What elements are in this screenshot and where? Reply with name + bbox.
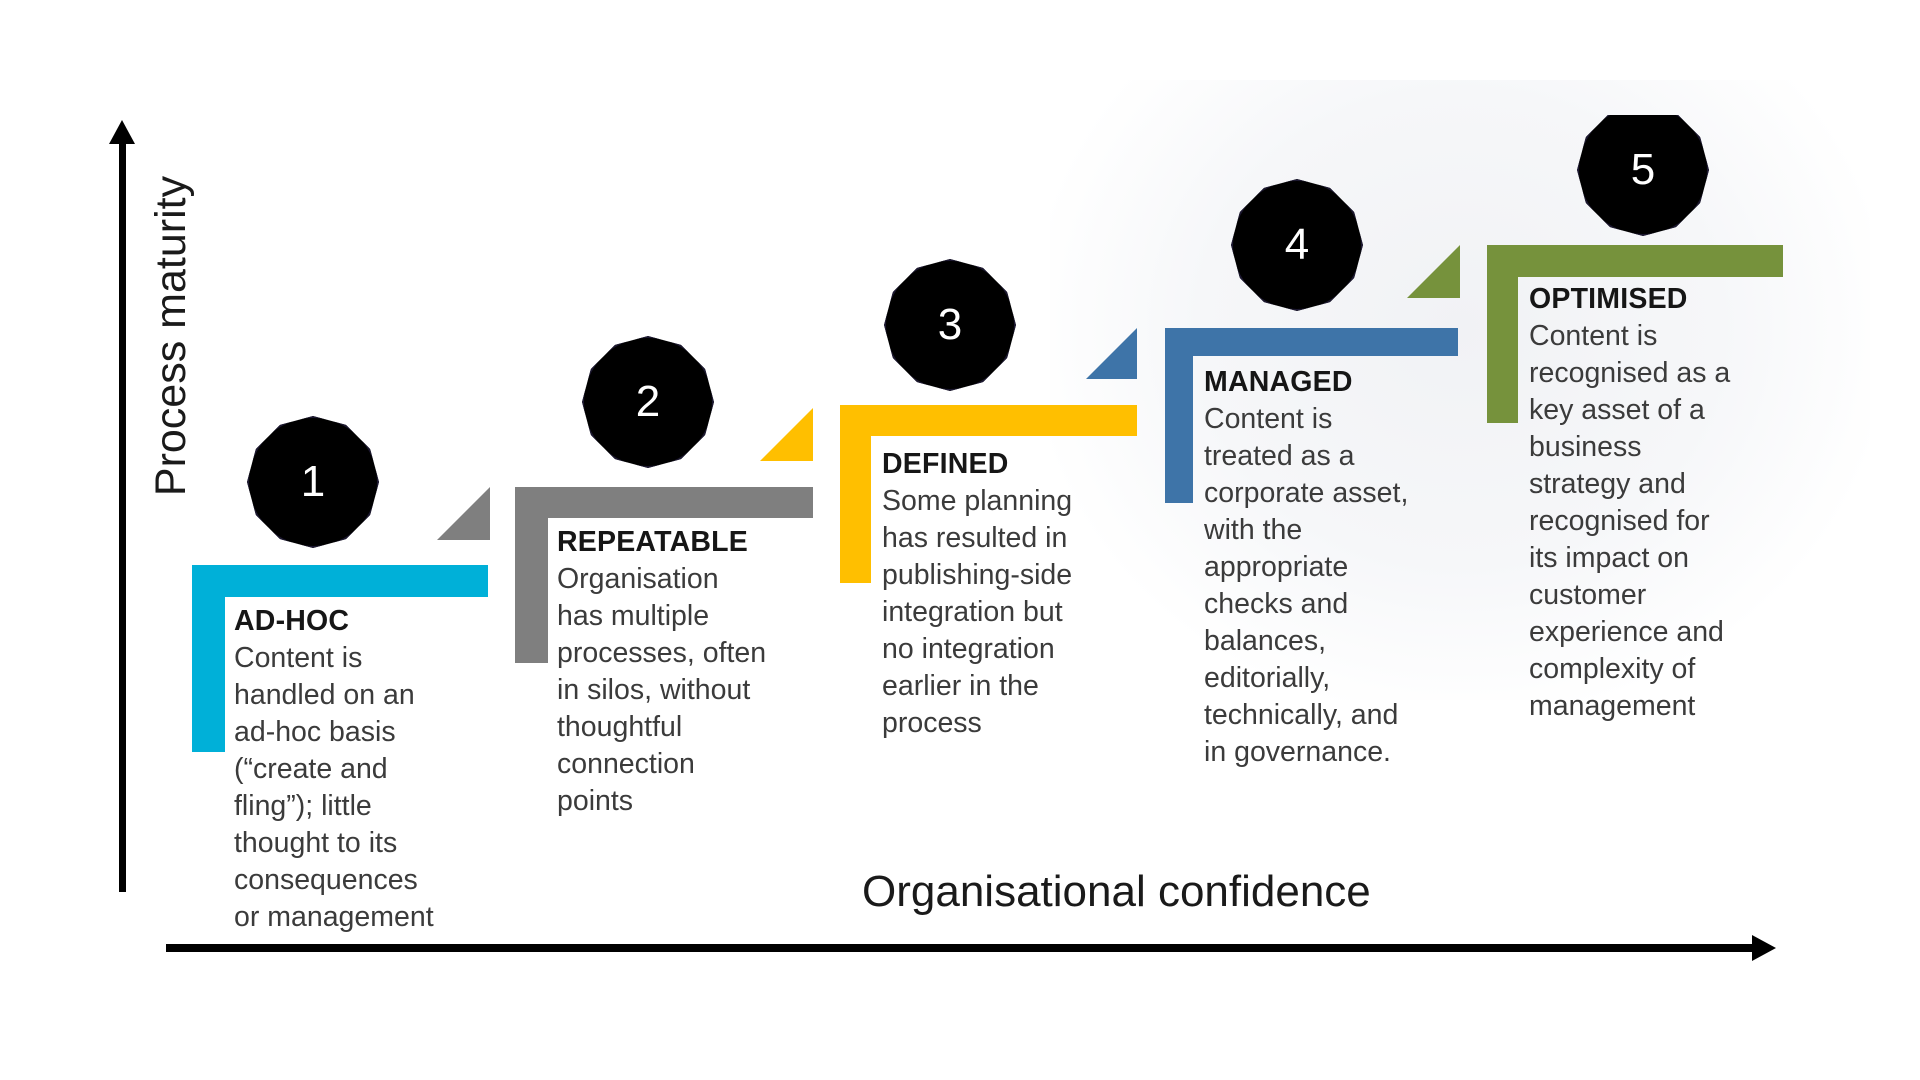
step-4-text: MANAGED Content is treated as a corporat… <box>1204 364 1494 771</box>
step-2-text: REPEATABLE Organisation has multiple pro… <box>557 524 847 820</box>
step-4-description: Content is treated as a corporate asset,… <box>1204 403 1409 768</box>
step-2-number-badge: 2 <box>582 336 714 468</box>
step-3-description: Some planning has resulted in publishing… <box>882 485 1073 739</box>
step-5-text: OPTIMISED Content is recognised as a key… <box>1529 281 1819 725</box>
step-connector-triangle-icon <box>760 408 813 461</box>
step-1-horizontal-bar <box>192 565 488 597</box>
y-axis-label: Process maturity <box>147 175 195 497</box>
step-5-horizontal-bar <box>1487 245 1783 277</box>
step-2-horizontal-bar <box>515 487 813 518</box>
step-2-title: REPEATABLE <box>557 526 748 558</box>
step-connector-triangle-icon <box>1086 328 1137 379</box>
step-3-number-badge: 3 <box>884 259 1016 391</box>
step-3-vertical-bar <box>840 405 871 583</box>
step-1-text: AD-HOC Content is handled on an ad-hoc b… <box>234 603 524 936</box>
step-connector-triangle-icon <box>1407 245 1460 298</box>
step-5-number-badge: 5 <box>1577 115 1709 236</box>
step-1-description: Content is handled on an ad-hoc basis (“… <box>234 642 434 933</box>
step-3-horizontal-bar <box>840 405 1137 436</box>
step-4-vertical-bar <box>1165 328 1193 503</box>
step-1-vertical-bar <box>192 565 225 752</box>
y-axis-arrowhead-icon <box>109 120 135 144</box>
step-connector-triangle-icon <box>437 487 490 540</box>
x-axis-label: Organisational confidence <box>862 867 1371 916</box>
step-5-title: OPTIMISED <box>1529 283 1688 315</box>
step-4-number-badge: 4 <box>1231 179 1363 311</box>
step-5-badge-clip: 5 <box>1570 115 1720 245</box>
step-5-vertical-bar <box>1487 245 1518 423</box>
x-axis-arrowhead-icon <box>1752 935 1776 961</box>
step-4-horizontal-bar <box>1165 328 1458 356</box>
step-2-description: Organisation has multiple processes, oft… <box>557 563 767 817</box>
step-4-title: MANAGED <box>1204 366 1353 398</box>
step-3-title: DEFINED <box>882 448 1009 480</box>
step-2-vertical-bar <box>515 487 548 663</box>
step-1-title: AD-HOC <box>234 605 350 637</box>
x-axis-line <box>166 944 1756 952</box>
step-1-number-badge: 1 <box>247 416 379 548</box>
step-3-text: DEFINED Some planning has resulted in pu… <box>882 446 1172 742</box>
step-5-description: Content is recognised as a key asset of … <box>1529 320 1731 722</box>
y-axis-line <box>119 136 126 892</box>
